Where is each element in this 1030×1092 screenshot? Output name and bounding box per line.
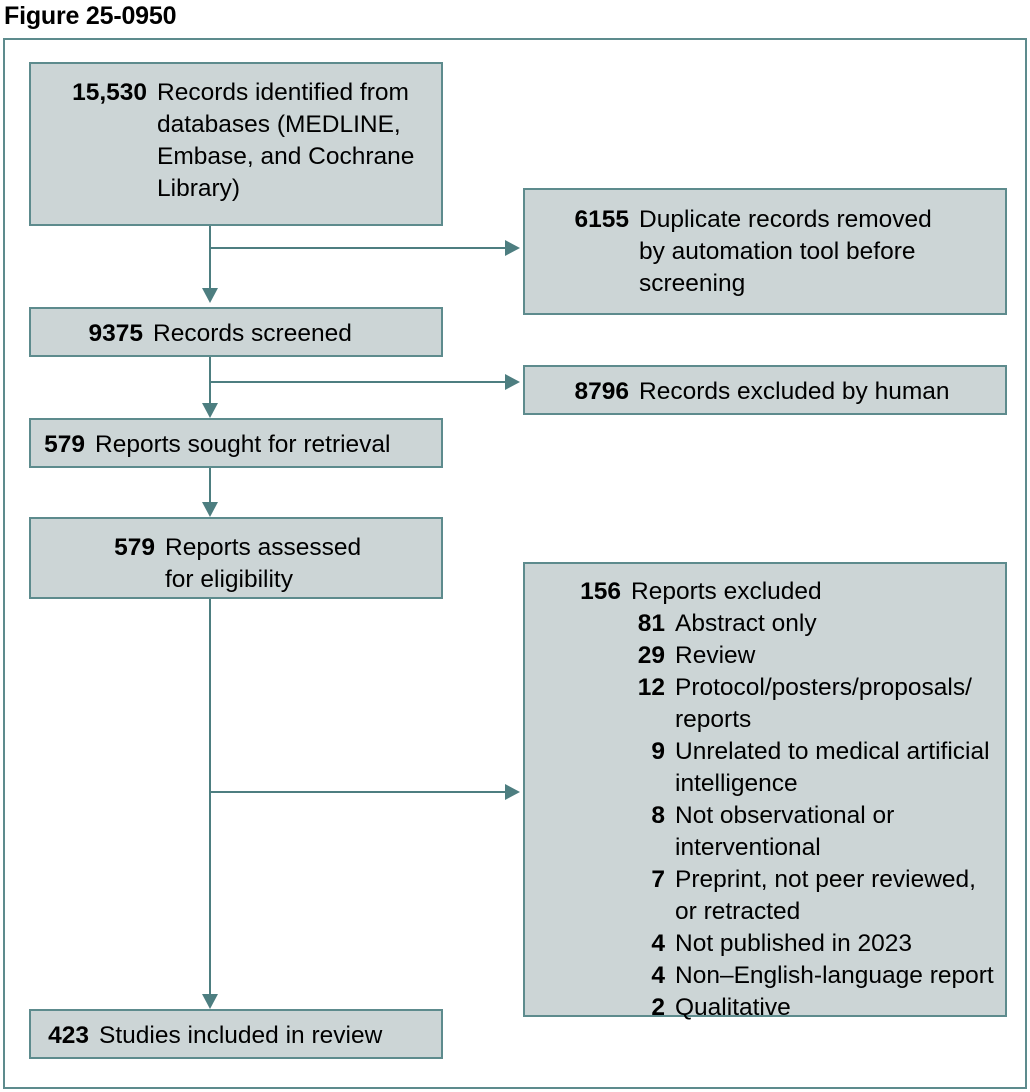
connector-identified-to-screened [209, 204, 211, 288]
exclusion-reason-count: 2 [651, 994, 665, 1021]
exclusion-reason-row: 8 Not observational or interventional [525, 800, 997, 864]
box-row: 9375 Records screened [31, 318, 431, 350]
exclusion-reason-count: 8 [651, 802, 665, 829]
box-row: 579 Reports assessed for eligibility [31, 532, 431, 596]
box-row: 156 Reports excluded [525, 576, 997, 608]
exclusion-reason-count: 81 [637, 610, 665, 637]
box-records-identified: 15,530 Records identified from databases… [29, 62, 443, 226]
exclusion-reason-label: Preprint, not peer reviewed, or retracte… [675, 866, 976, 925]
connector-screened-to-sought [209, 357, 211, 403]
exclusion-reason-label: Abstract only [675, 610, 817, 637]
records-screened-count: 9375 [88, 320, 143, 347]
records-screened-label: Records screened [153, 320, 352, 347]
reports-assessed-label: Reports assessed for eligibility [165, 534, 362, 593]
exclusion-reason-label: Protocol/posters/proposals/ reports [675, 674, 972, 733]
exclusion-reason-label: Not published in 2023 [675, 930, 913, 957]
box-records-screened: 9375 Records screened [29, 307, 443, 357]
exclusion-reason-row: 12 Protocol/posters/proposals/ reports [525, 672, 997, 736]
records-excluded-human-count: 8796 [574, 378, 629, 405]
reports-assessed-count: 579 [114, 534, 155, 561]
exclusion-reason-row: 4 Non–English-language report [525, 960, 997, 992]
arrow-identified-to-screened [202, 288, 218, 303]
box-row: 579 Reports sought for retrieval [31, 429, 431, 461]
arrow-screened-to-excluded-human [505, 374, 520, 390]
studies-included-label: Studies included in review [99, 1022, 383, 1049]
exclusion-reason-label: Non–English-language report [675, 962, 994, 989]
box-records-excluded-by-human: 8796 Records excluded by human [523, 365, 1007, 415]
exclusion-reason-count: 9 [651, 738, 665, 765]
exclusion-reason-label: Qualitative [675, 994, 791, 1021]
exclusion-reason-count: 4 [651, 930, 665, 957]
duplicates-removed-count: 6155 [574, 206, 629, 233]
box-row: 15,530 Records identified from databases… [31, 77, 431, 205]
diagram-frame: 15,530 Records identified from databases… [3, 38, 1027, 1089]
exclusion-reason-count: 12 [637, 674, 665, 701]
connector-identified-to-duplicates [209, 247, 505, 249]
exclusion-reason-count: 4 [651, 962, 665, 989]
box-row: 423 Studies included in review [31, 1020, 431, 1052]
arrow-identified-to-duplicates [505, 240, 520, 256]
exclusion-reason-label: Review [675, 642, 756, 669]
connector-sought-to-assessed [209, 468, 211, 502]
exclusion-reason-count: 29 [637, 642, 665, 669]
exclusion-reason-row: 4 Not published in 2023 [525, 928, 997, 960]
exclusion-reason-row: 7 Preprint, not peer reviewed, or retract… [525, 864, 997, 928]
exclusion-reason-row: 2 Qualitative [525, 992, 997, 1024]
records-excluded-human-label: Records excluded by human [639, 378, 950, 405]
records-identified-label: Records identified from databases (MEDLI… [157, 79, 415, 202]
box-row: 6155 Duplicate records removed by automa… [525, 204, 995, 300]
reports-excluded-label: Reports excluded [631, 578, 822, 605]
box-row: 8796 Records excluded by human [525, 376, 995, 408]
arrow-screened-to-sought [202, 403, 218, 418]
connector-assessed-to-reports-excluded [209, 791, 505, 793]
exclusion-reason-label: Unrelated to medical artificial intellig… [675, 738, 990, 797]
exclusion-reason-row: 9 Unrelated to medical artificial intelli… [525, 736, 997, 800]
duplicates-removed-label: Duplicate records removed by automation … [639, 206, 932, 297]
exclusion-reason-row: 29 Review [525, 640, 997, 672]
exclusion-reason-count: 7 [651, 866, 665, 893]
reports-sought-label: Reports sought for retrieval [95, 431, 391, 458]
box-reports-sought-for-retrieval: 579 Reports sought for retrieval [29, 418, 443, 468]
exclusion-reason-row: 81 Abstract only [525, 608, 997, 640]
reports-excluded-count: 156 [580, 578, 621, 605]
records-identified-count: 15,530 [72, 79, 147, 106]
connector-assessed-to-included [209, 599, 211, 994]
connector-screened-to-excluded-human [209, 381, 505, 383]
exclusion-reason-label: Not observational or interventional [675, 802, 895, 861]
studies-included-count: 423 [48, 1022, 89, 1049]
arrow-assessed-to-included [202, 994, 218, 1009]
box-duplicate-records-removed: 6155 Duplicate records removed by automa… [523, 188, 1007, 315]
arrow-sought-to-assessed [202, 502, 218, 517]
reports-sought-count: 579 [44, 431, 85, 458]
box-studies-included-in-review: 423 Studies included in review [29, 1009, 443, 1059]
arrow-assessed-to-reports-excluded [505, 784, 520, 800]
box-reports-assessed-for-eligibility: 579 Reports assessed for eligibility [29, 517, 443, 599]
page-title: Figure 25-0950 [4, 2, 177, 30]
